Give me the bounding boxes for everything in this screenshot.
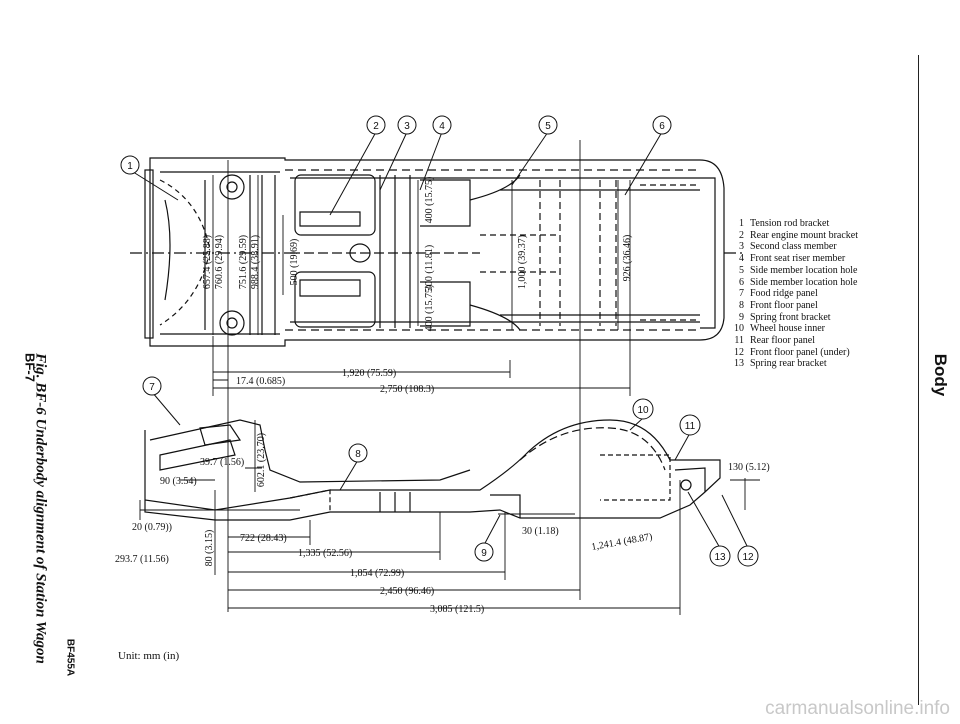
dim-1241: 1,241.4 (48.87) (591, 531, 654, 553)
dim-130: 130 (5.12) (728, 462, 770, 473)
callout-11: 11 (674, 414, 701, 461)
footer-watermark: carmanualsonline.info (765, 698, 950, 719)
dim-1000: 1,000 (39.37) (517, 235, 528, 289)
svg-text:6: 6 (659, 121, 665, 132)
svg-text:11: 11 (685, 421, 696, 432)
callout-7: 7 (142, 376, 181, 426)
callout-4: 4 (419, 115, 452, 191)
svg-text:5: 5 (545, 121, 551, 132)
top-view-dims: 657.4 (25.88) 760.6 (29.94) 751.6 (29.59… (202, 177, 633, 395)
dim-30: 30 (1.18) (522, 526, 559, 537)
callout-10: 10 (629, 398, 654, 431)
svg-text:9: 9 (481, 548, 487, 559)
dim-751: 751.6 (29.59) (238, 235, 249, 289)
unit-note: Unit: mm (in) (118, 650, 180, 662)
dim-722: 722 (28.43) (240, 533, 287, 544)
svg-text:13: 13 (714, 552, 726, 563)
svg-text:3: 3 (404, 121, 410, 132)
svg-text:10: 10 (637, 405, 649, 416)
side-view-body (144, 419, 721, 521)
svg-text:7: 7 (149, 382, 155, 393)
dim-1335: 1,335 (52.56) (298, 548, 352, 559)
top-view-body (130, 157, 745, 347)
dim-90: 90 (3.54) (160, 476, 197, 487)
dim-1854: 1,854 (72.99) (350, 568, 404, 579)
dim-500: 500 (19.69) (289, 239, 300, 286)
callout-13: 13 (687, 491, 731, 567)
dim-39-7: 39.7 (1.56) (200, 457, 244, 468)
margin-rule (918, 55, 919, 705)
callout-3: 3 (379, 115, 417, 191)
dim-1920: 1,920 (75.59) (342, 368, 396, 379)
callout-1-label: 1 (127, 161, 133, 172)
dim-80: 80 (3.15) (204, 530, 215, 567)
callout-2: 2 (329, 115, 386, 216)
callout-5: 5 (511, 115, 558, 186)
dim-400-b: 400 (15.75) (424, 285, 435, 332)
dim-400-a: 400 (15.75) (424, 177, 435, 224)
callout-12: 12 (721, 494, 759, 567)
dim-3085: 3,085 (121.5) (430, 604, 484, 615)
dim-300: 300 (11.81) (424, 245, 435, 291)
dim-602: 602.1 (23.70) (256, 433, 267, 487)
side-view-dim-lines (139, 420, 760, 615)
dim-2450: 2,450 (96.46) (380, 586, 434, 597)
dim-20: 20 (0.79)) (132, 522, 172, 533)
dim-760: 760.6 (29.94) (214, 235, 225, 289)
callouts: 1 2 3 4 5 6 7 (120, 115, 759, 567)
callout-1: 1 (120, 155, 179, 201)
callout-9: 9 (474, 514, 501, 562)
dim-2750: 2,750 (108.3) (380, 384, 434, 395)
dim-293-7: 293.7 (11.56) (115, 554, 169, 565)
svg-text:8: 8 (355, 449, 361, 460)
callout-8: 8 (339, 443, 368, 491)
svg-text:12: 12 (742, 552, 754, 563)
svg-text:4: 4 (439, 121, 445, 132)
callout-6: 6 (624, 115, 672, 196)
dim-988: 988.4 (38.91) (250, 235, 261, 289)
dim-17-4: 17.4 (0.685) (236, 376, 285, 387)
dim-657: 657.4 (25.88) (202, 235, 213, 289)
svg-text:2: 2 (373, 121, 379, 132)
dim-926: 926 (36.46) (622, 235, 633, 282)
